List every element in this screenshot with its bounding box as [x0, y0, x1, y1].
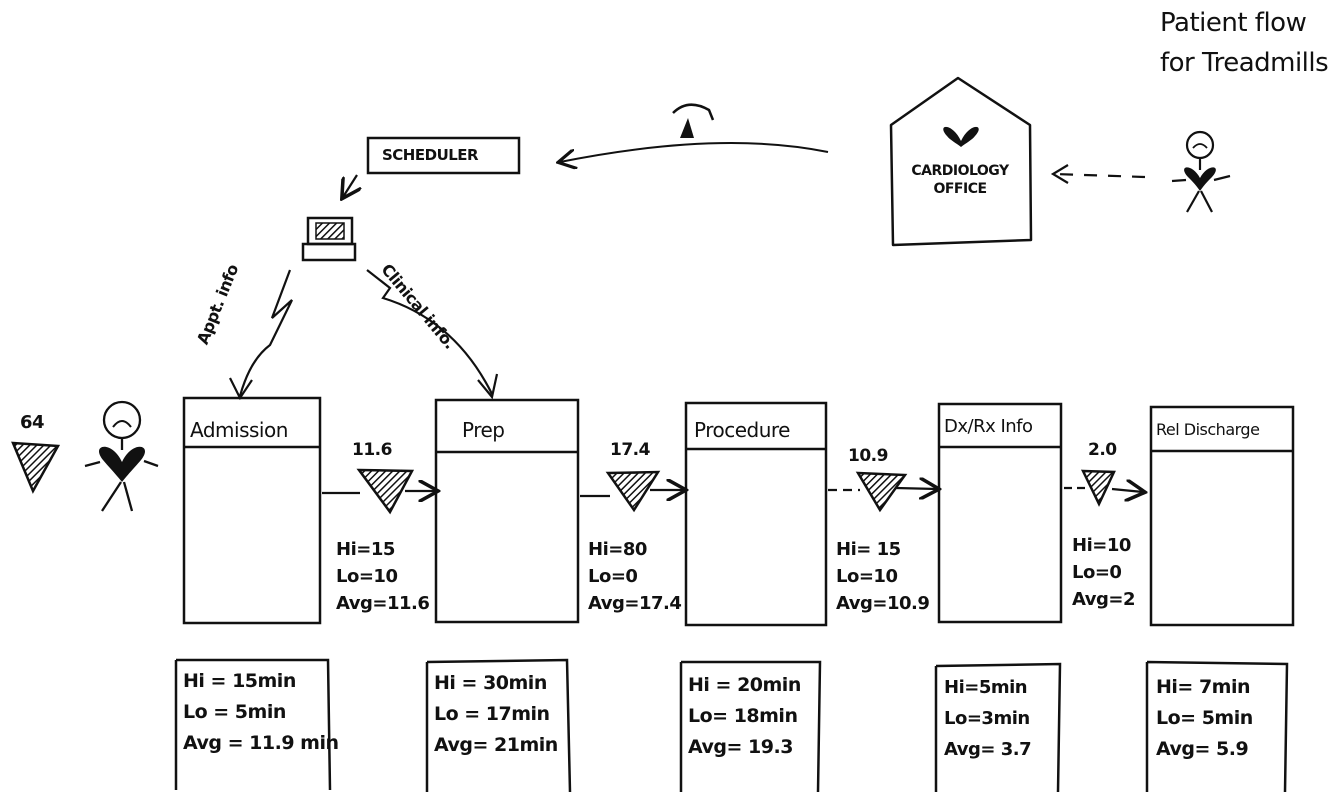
office-label-line-1: CARDIOLOGY — [905, 162, 1015, 180]
time-stats-dx-rx-info: Hi=5min Lo=3min Avg= 3.7 — [944, 672, 1031, 765]
patient-figure-icon — [85, 402, 158, 511]
process-title-prep: Prep — [462, 418, 505, 442]
wait-1-lo: Lo=10 — [336, 563, 429, 590]
prep-time-avg: Avg= 21min — [434, 730, 558, 761]
dxrx-time-avg: Avg= 3.7 — [944, 734, 1031, 765]
process-title-dx-rx-info: Dx/Rx Info — [944, 416, 1033, 437]
wait-1-stats: Hi=15 Lo=10 Avg=11.6 — [336, 536, 429, 617]
dxrx-time-lo: Lo=3min — [944, 703, 1031, 734]
wait-2-stats: Hi=80 Lo=0 Avg=17.4 — [588, 536, 681, 617]
wait-2-value: 17.4 — [610, 440, 650, 460]
wait-4-value: 2.0 — [1088, 440, 1117, 460]
discharge-time-avg: Avg= 5.9 — [1156, 734, 1253, 765]
phone-icon — [673, 105, 713, 138]
office-heart-icon — [943, 127, 978, 147]
wait-3-stats: Hi= 15 Lo=10 Avg=10.9 — [836, 536, 929, 617]
admission-time-lo: Lo = 5min — [183, 697, 339, 728]
dashed-arrow-icon — [1053, 165, 1145, 183]
scheduler-arrow-icon — [343, 175, 357, 197]
prep-time-lo: Lo = 17min — [434, 699, 558, 730]
procedure-time-avg: Avg= 19.3 — [688, 732, 801, 763]
phone-arrow-icon — [560, 143, 828, 162]
wait-3-lo: Lo=10 — [836, 563, 929, 590]
time-stats-procedure: Hi = 20min Lo= 18min Avg= 19.3 — [688, 670, 801, 763]
prep-time-hi: Hi = 30min — [434, 668, 558, 699]
discharge-time-hi: Hi= 7min — [1156, 672, 1253, 703]
dxrx-time-hi: Hi=5min — [944, 672, 1031, 703]
wait-1-hi: Hi=15 — [336, 536, 429, 563]
appt-info-flow-arrow-icon — [240, 270, 292, 396]
scheduler-label: SCHEDULER — [382, 146, 478, 164]
procedure-time-lo: Lo= 18min — [688, 701, 801, 732]
wait-4-hi: Hi=10 — [1072, 532, 1135, 559]
admission-time-avg: Avg = 11.9 min — [183, 728, 339, 759]
wait-2-lo: Lo=0 — [588, 563, 681, 590]
wait-2-inventory-icon — [580, 472, 684, 510]
admission-time-hi: Hi = 15min — [183, 666, 339, 697]
time-stats-admission: Hi = 15min Lo = 5min Avg = 11.9 min — [183, 666, 339, 759]
process-box-prep — [436, 400, 578, 622]
wait-3-value: 10.9 — [848, 446, 888, 466]
time-stats-rel-discharge: Hi= 7min Lo= 5min Avg= 5.9 — [1156, 672, 1253, 765]
computer-icon — [303, 218, 355, 260]
wait-4-avg: Avg=2 — [1072, 586, 1135, 613]
start-inventory-count: 64 — [20, 412, 44, 433]
wait-4-inventory-icon — [1064, 471, 1143, 504]
process-title-procedure: Procedure — [694, 418, 790, 442]
customer-heart-icon — [1184, 167, 1216, 191]
process-title-admission: Admission — [190, 418, 288, 442]
process-box-rel-discharge — [1151, 407, 1293, 625]
office-label-line-2: OFFICE — [905, 180, 1015, 198]
diagram-title-line-2: for Treadmills — [1160, 48, 1328, 78]
wait-2-hi: Hi=80 — [588, 536, 681, 563]
start-inventory-triangle-icon — [13, 443, 58, 491]
wait-1-value: 11.6 — [352, 440, 392, 460]
time-stats-prep: Hi = 30min Lo = 17min Avg= 21min — [434, 668, 558, 761]
wait-3-hi: Hi= 15 — [836, 536, 929, 563]
procedure-time-hi: Hi = 20min — [688, 670, 801, 701]
wait-1-inventory-icon — [322, 470, 436, 512]
patient-heart-icon — [99, 447, 145, 482]
discharge-time-lo: Lo= 5min — [1156, 703, 1253, 734]
diagram-title-line-1: Patient flow — [1160, 8, 1306, 38]
process-title-rel-discharge: Rel Discharge — [1156, 420, 1259, 439]
office-label: CARDIOLOGY OFFICE — [905, 162, 1015, 198]
wait-4-stats: Hi=10 Lo=0 Avg=2 — [1072, 532, 1135, 613]
wait-3-inventory-icon — [828, 473, 937, 510]
wait-2-avg: Avg=17.4 — [588, 590, 681, 617]
wait-1-avg: Avg=11.6 — [336, 590, 429, 617]
wait-4-lo: Lo=0 — [1072, 559, 1135, 586]
wait-3-avg: Avg=10.9 — [836, 590, 929, 617]
customer-figure-icon — [1172, 132, 1230, 212]
